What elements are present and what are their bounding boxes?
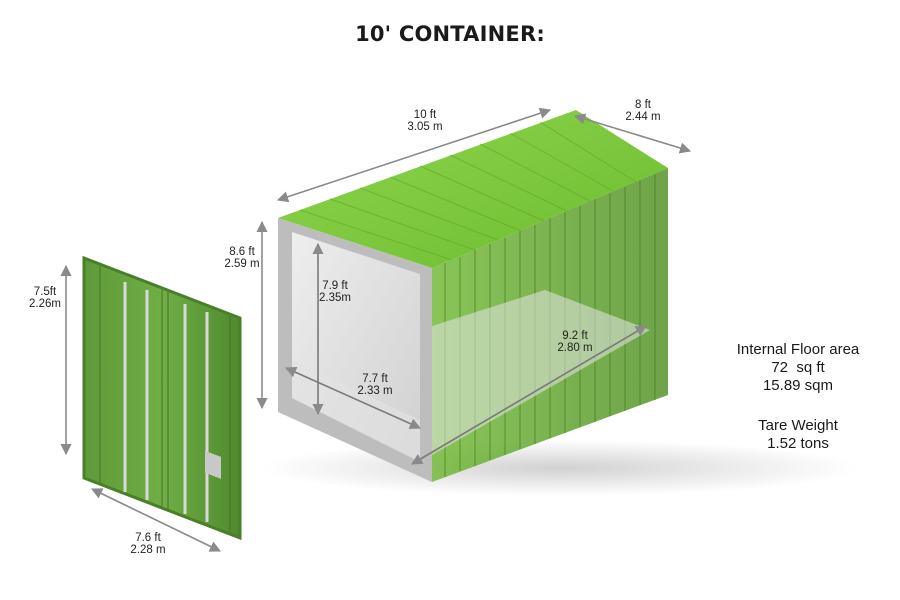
door-placard (205, 450, 221, 479)
tare-weight-value: 1.52 tons (767, 435, 829, 452)
tare-weight-spec: Tare Weight 1.52 tons (718, 417, 878, 453)
door-frame-edge (82, 255, 242, 541)
arrow-width-int (284, 367, 422, 429)
floor-area-label: Internal Floor area (736, 341, 860, 358)
floor-area-spec: Internal Floor area 72 sq ft 15.89 sqm (718, 341, 878, 395)
interior-arrows (284, 242, 647, 465)
tare-weight-label: Tare Weight (758, 417, 838, 434)
floor-area-sqm: 15.89 sqm (762, 377, 834, 394)
floor-area-sqft: 72 sq ft (771, 359, 825, 376)
arrow-width-ext (573, 113, 692, 154)
arrow-door-width (90, 488, 222, 552)
door-ribs (99, 266, 231, 532)
arrow-length-ext (276, 107, 552, 203)
arrow-length-int (411, 325, 647, 465)
door-lock-bars (123, 282, 209, 522)
dimension-arrows (60, 107, 692, 552)
page-title: 10' CONTAINER: (355, 22, 545, 46)
